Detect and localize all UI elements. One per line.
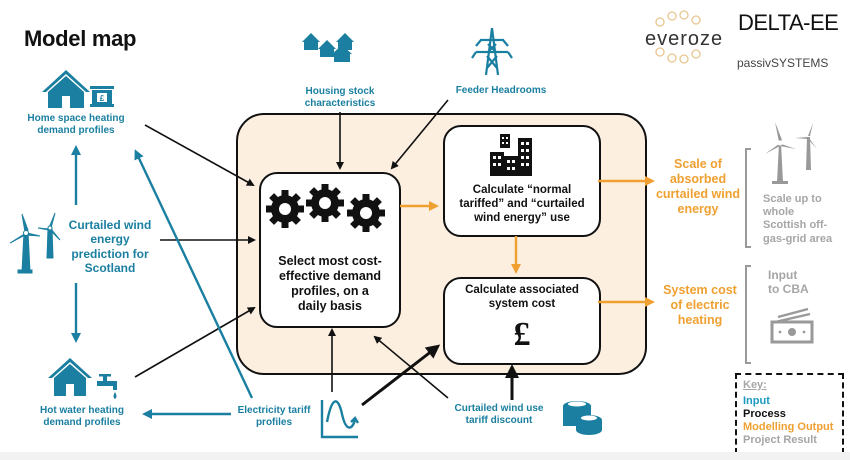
key-modelling-output: Modelling Output — [743, 421, 834, 433]
bracket-cba-result — [745, 265, 751, 364]
bracket-scale-result — [745, 148, 751, 248]
house-fireplace-icon: £ — [42, 70, 114, 108]
coins-icon — [563, 401, 602, 435]
arrow-tariff-to-cost — [361, 344, 441, 407]
cash-icon — [770, 307, 814, 344]
pound-icon: £ — [513, 316, 531, 353]
house-tap-icon — [48, 358, 117, 399]
wind-turbines-icon — [9, 212, 61, 274]
delta-ee-logo: DELTA-EE — [738, 10, 839, 35]
tariff-wave-icon — [320, 400, 360, 439]
svg-text:£: £ — [100, 94, 105, 103]
houses-icon — [302, 33, 354, 62]
legend-key: Key: Input Process Modelling Output Proj… — [735, 373, 844, 454]
pylon-icon — [471, 27, 513, 76]
key-input: Input — [743, 395, 770, 407]
everoze-logo-text: everoze — [645, 28, 724, 50]
feeder-headrooms-label: Feeder Headrooms — [455, 85, 547, 96]
gears-icon — [266, 184, 385, 232]
grey-wind-turbines-icon — [765, 122, 817, 184]
arrow-home-to-select — [144, 124, 255, 186]
passivsystems-logo: passivSYSTEMS — [737, 56, 829, 70]
page-title: Model map — [24, 26, 137, 51]
key-process: Process — [743, 408, 786, 420]
footer-bar — [0, 452, 850, 460]
key-project-result: Project Result — [743, 434, 817, 446]
arrow-hotwater-to-select — [134, 306, 256, 378]
key-heading: Key: — [743, 379, 767, 391]
buildings-icon — [490, 134, 532, 176]
arrow-tariff-to-home — [134, 149, 254, 399]
arrow-feeder-to-select — [390, 99, 449, 170]
